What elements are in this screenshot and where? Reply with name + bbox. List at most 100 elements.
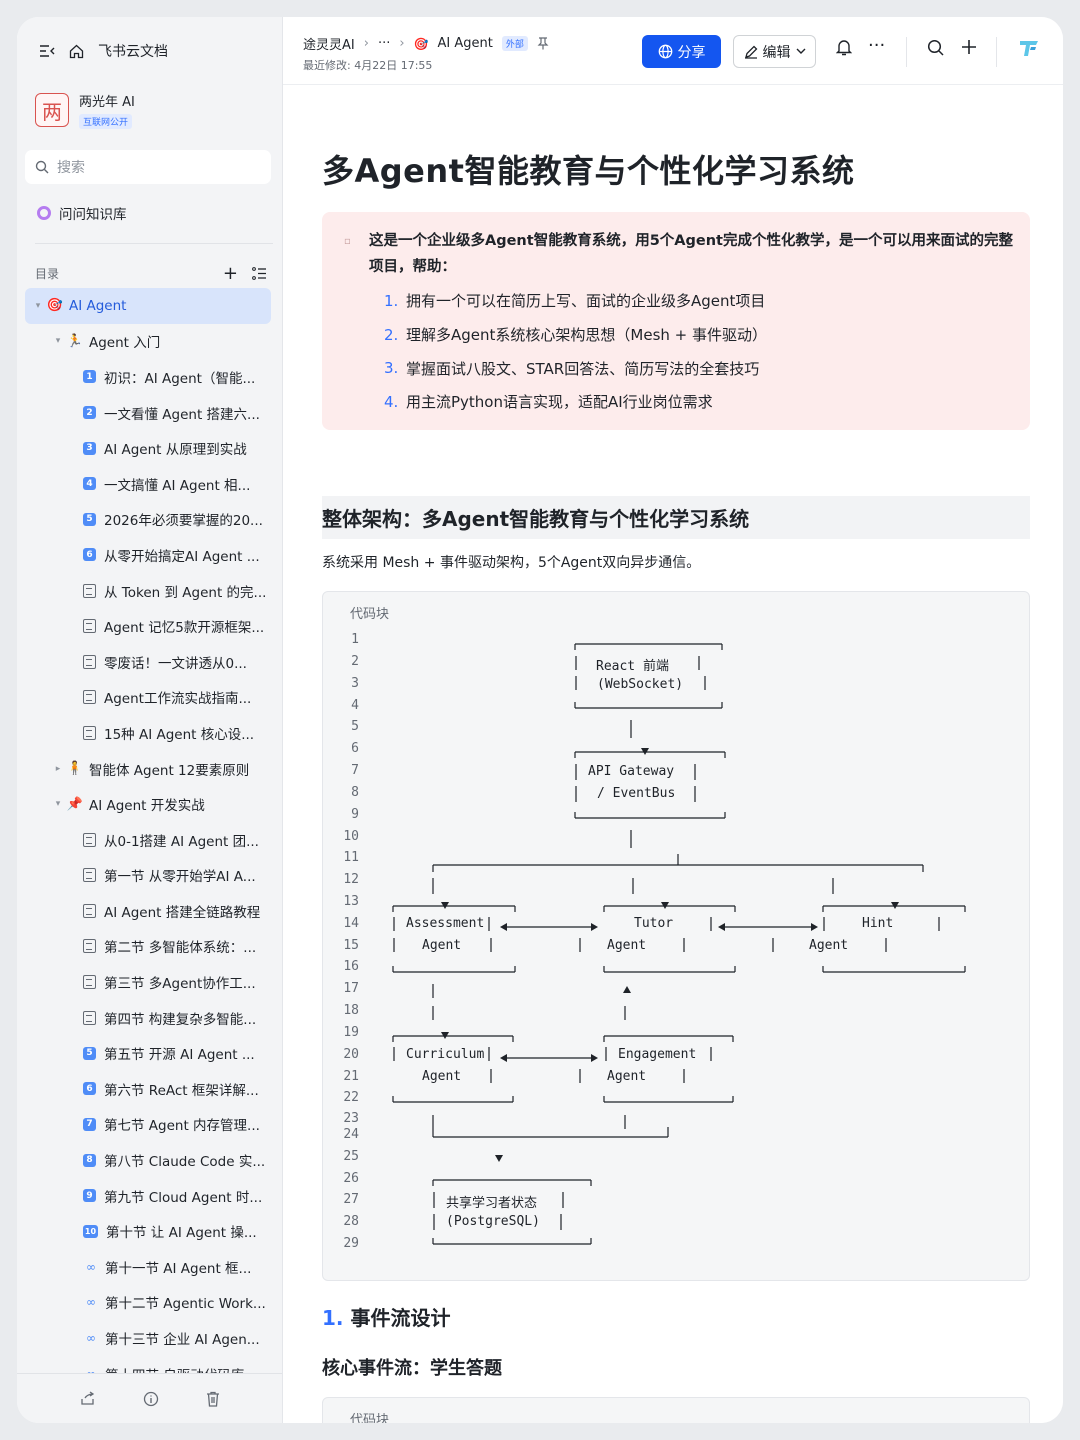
line-number: 21 [343,1069,359,1084]
document-icon [83,1010,96,1025]
toc-item[interactable]: Agent 记忆5款开源框架... [25,608,271,644]
toc-item[interactable]: Agent工作流实战指南... [25,680,271,716]
number-badge-icon: 6 [83,548,96,562]
breadcrumb-root[interactable]: 途灵灵AI [303,38,355,53]
toc-item[interactable]: 第二节 多智能体系统：... [25,929,271,965]
line-number: 25 [343,1149,359,1164]
home-icon[interactable] [69,44,84,59]
search-icon[interactable] [927,39,944,56]
list-number: 2. [384,325,399,344]
collapse-sidebar-icon[interactable] [39,44,55,58]
number-badge-icon: 10 [83,1224,98,1238]
breadcrumb-more[interactable]: ··· [377,36,391,51]
toc-item-label: 第九节 Cloud Agent 时... [104,1189,263,1206]
edit-mode-button[interactable]: 编辑 [733,35,816,68]
collapse-arrow-icon[interactable]: ▸ [55,763,61,774]
add-icon[interactable] [961,39,977,55]
line-number: 10 [343,829,359,844]
toc-label: 目录 [35,267,60,281]
callout-block[interactable]: ▫ 这是一个企业级多Agent智能教育系统，用5个Agent完成个性化教学，是一… [322,212,1030,430]
toc-item-label: 一文搞懂 AI Agent 相... [104,477,251,494]
trash-icon[interactable] [206,1391,220,1407]
toc-item[interactable]: ▾🏃Agent 入门 [25,324,271,360]
toc-item-label: 第八节 Claude Code 实... [104,1154,266,1171]
sidebar: 飞书云文档 两 两光年 AI 互联网公开 搜索 问问知识库 目录 + [17,17,283,1423]
code-block[interactable]: 代码块 React 前端 (WebSocket) API Gateway / E… [322,591,1030,1281]
toc-item-label: 第五节 开源 AI Agent ... [104,1047,255,1064]
section-heading[interactable]: 整体架构：多Agent智能教育与个性化学习系统 [322,496,1030,539]
code-block-label: 代码块 [350,607,390,622]
core-flow-heading[interactable]: 核心事件流：学生答题 [322,1358,502,1379]
share-label: 分享 [677,44,706,61]
toc-item[interactable]: 第四节 构建复杂多智能... [25,1000,271,1036]
event-flow-heading[interactable]: 1. 事件流设计 [322,1302,450,1331]
app-logo-icon[interactable] [1019,39,1039,57]
app-window: 飞书云文档 两 两光年 AI 互联网公开 搜索 问问知识库 目录 + [17,17,1063,1423]
toc-item[interactable]: ∞第十一节 AI Agent 框... [25,1249,271,1285]
list-settings-icon[interactable] [252,267,267,280]
toc-item[interactable]: ▾📌AI Agent 开发实战 [25,786,271,822]
toc-item[interactable]: 15种 AI Agent 核心设... [25,715,271,751]
chevron-right-icon: › [399,36,405,51]
pin-icon[interactable] [537,37,549,50]
workspace-header[interactable]: 两 两光年 AI 互联网公开 [35,91,135,129]
list-number: 1. [384,291,399,310]
toc-item[interactable]: ∞第十二节 Agentic Work... [25,1285,271,1321]
bell-icon[interactable] [836,39,852,56]
line-number: 13 [343,894,359,909]
toc-item[interactable]: 从 Token 到 Agent 的完... [25,573,271,609]
toc-item[interactable]: ▾🎯AI Agent [25,288,271,324]
toc-item-label: 第一节 从零开始学AI A... [104,869,256,886]
add-icon[interactable]: + [222,263,238,284]
toc-item-label: 2026年必须要掌握的20... [104,513,263,530]
sidebar-search[interactable]: 搜索 [25,150,271,184]
app-name[interactable]: 飞书云文档 [98,44,168,60]
toc-item[interactable]: 从0-1搭建 AI Agent 团... [25,822,271,858]
breadcrumb-current[interactable]: AI Agent [437,36,493,51]
toc-item-label: 第十一节 AI Agent 框... [105,1260,252,1277]
toc-item[interactable]: 零废话！一文讲透从0... [25,644,271,680]
section-paragraph[interactable]: 系统采用 Mesh + 事件驱动架构，5个Agent双向异步通信。 [322,555,701,571]
down-arrow-icon [661,902,669,909]
expand-arrow-icon[interactable]: ▾ [35,300,41,311]
info-icon[interactable] [143,1391,159,1407]
line-number: 8 [351,785,359,800]
list-text: 理解多Agent系统核心架构思想（Mesh + 事件驱动） [406,326,767,345]
toc-item[interactable]: ▸🧍智能体 Agent 12要素原则 [25,751,271,787]
share-out-icon[interactable] [80,1391,96,1406]
toc-item[interactable]: AI Agent 搭建全链路教程 [25,893,271,929]
toc-item[interactable]: 8 第八节 Claude Code 实... [25,1142,271,1178]
toc-item[interactable]: 第三节 多Agent协作工... [25,964,271,1000]
code-block[interactable]: 代码块 [322,1397,1030,1423]
more-icon[interactable]: ··· [868,35,886,56]
knowledge-base-link[interactable]: 问问知识库 [37,203,127,223]
toc-item[interactable]: ∞第十三节 企业 AI Agen... [25,1320,271,1356]
expand-arrow-icon[interactable]: ▾ [55,336,61,347]
number-badge-icon: 8 [83,1153,96,1167]
line-number: 23 [343,1111,359,1126]
share-button[interactable]: 分享 [642,35,721,68]
divider [996,37,997,67]
toc-item-label: 第三节 多Agent协作工... [104,976,256,993]
diagram-state-line2: (PostgreSQL) [446,1214,540,1229]
line-number: 19 [343,1025,359,1040]
expand-arrow-icon[interactable]: ▾ [55,799,61,810]
diagram-state-line1: 共享学习者状态 [446,1196,538,1211]
list-item: 1.拥有一个可以在简历上写、面试的企业级多Agent项目 [384,284,767,318]
doc-content: 多Agent智能教育与个性化学习系统 ▫ 这是一个企业级多Agent智能教育系统… [283,86,1063,1423]
page-title[interactable]: 多Agent智能教育与个性化学习系统 [322,152,855,190]
diagram-frontend-line2: (WebSocket) [597,677,684,692]
toc-item[interactable]: 第一节 从零开始学AI A... [25,858,271,894]
